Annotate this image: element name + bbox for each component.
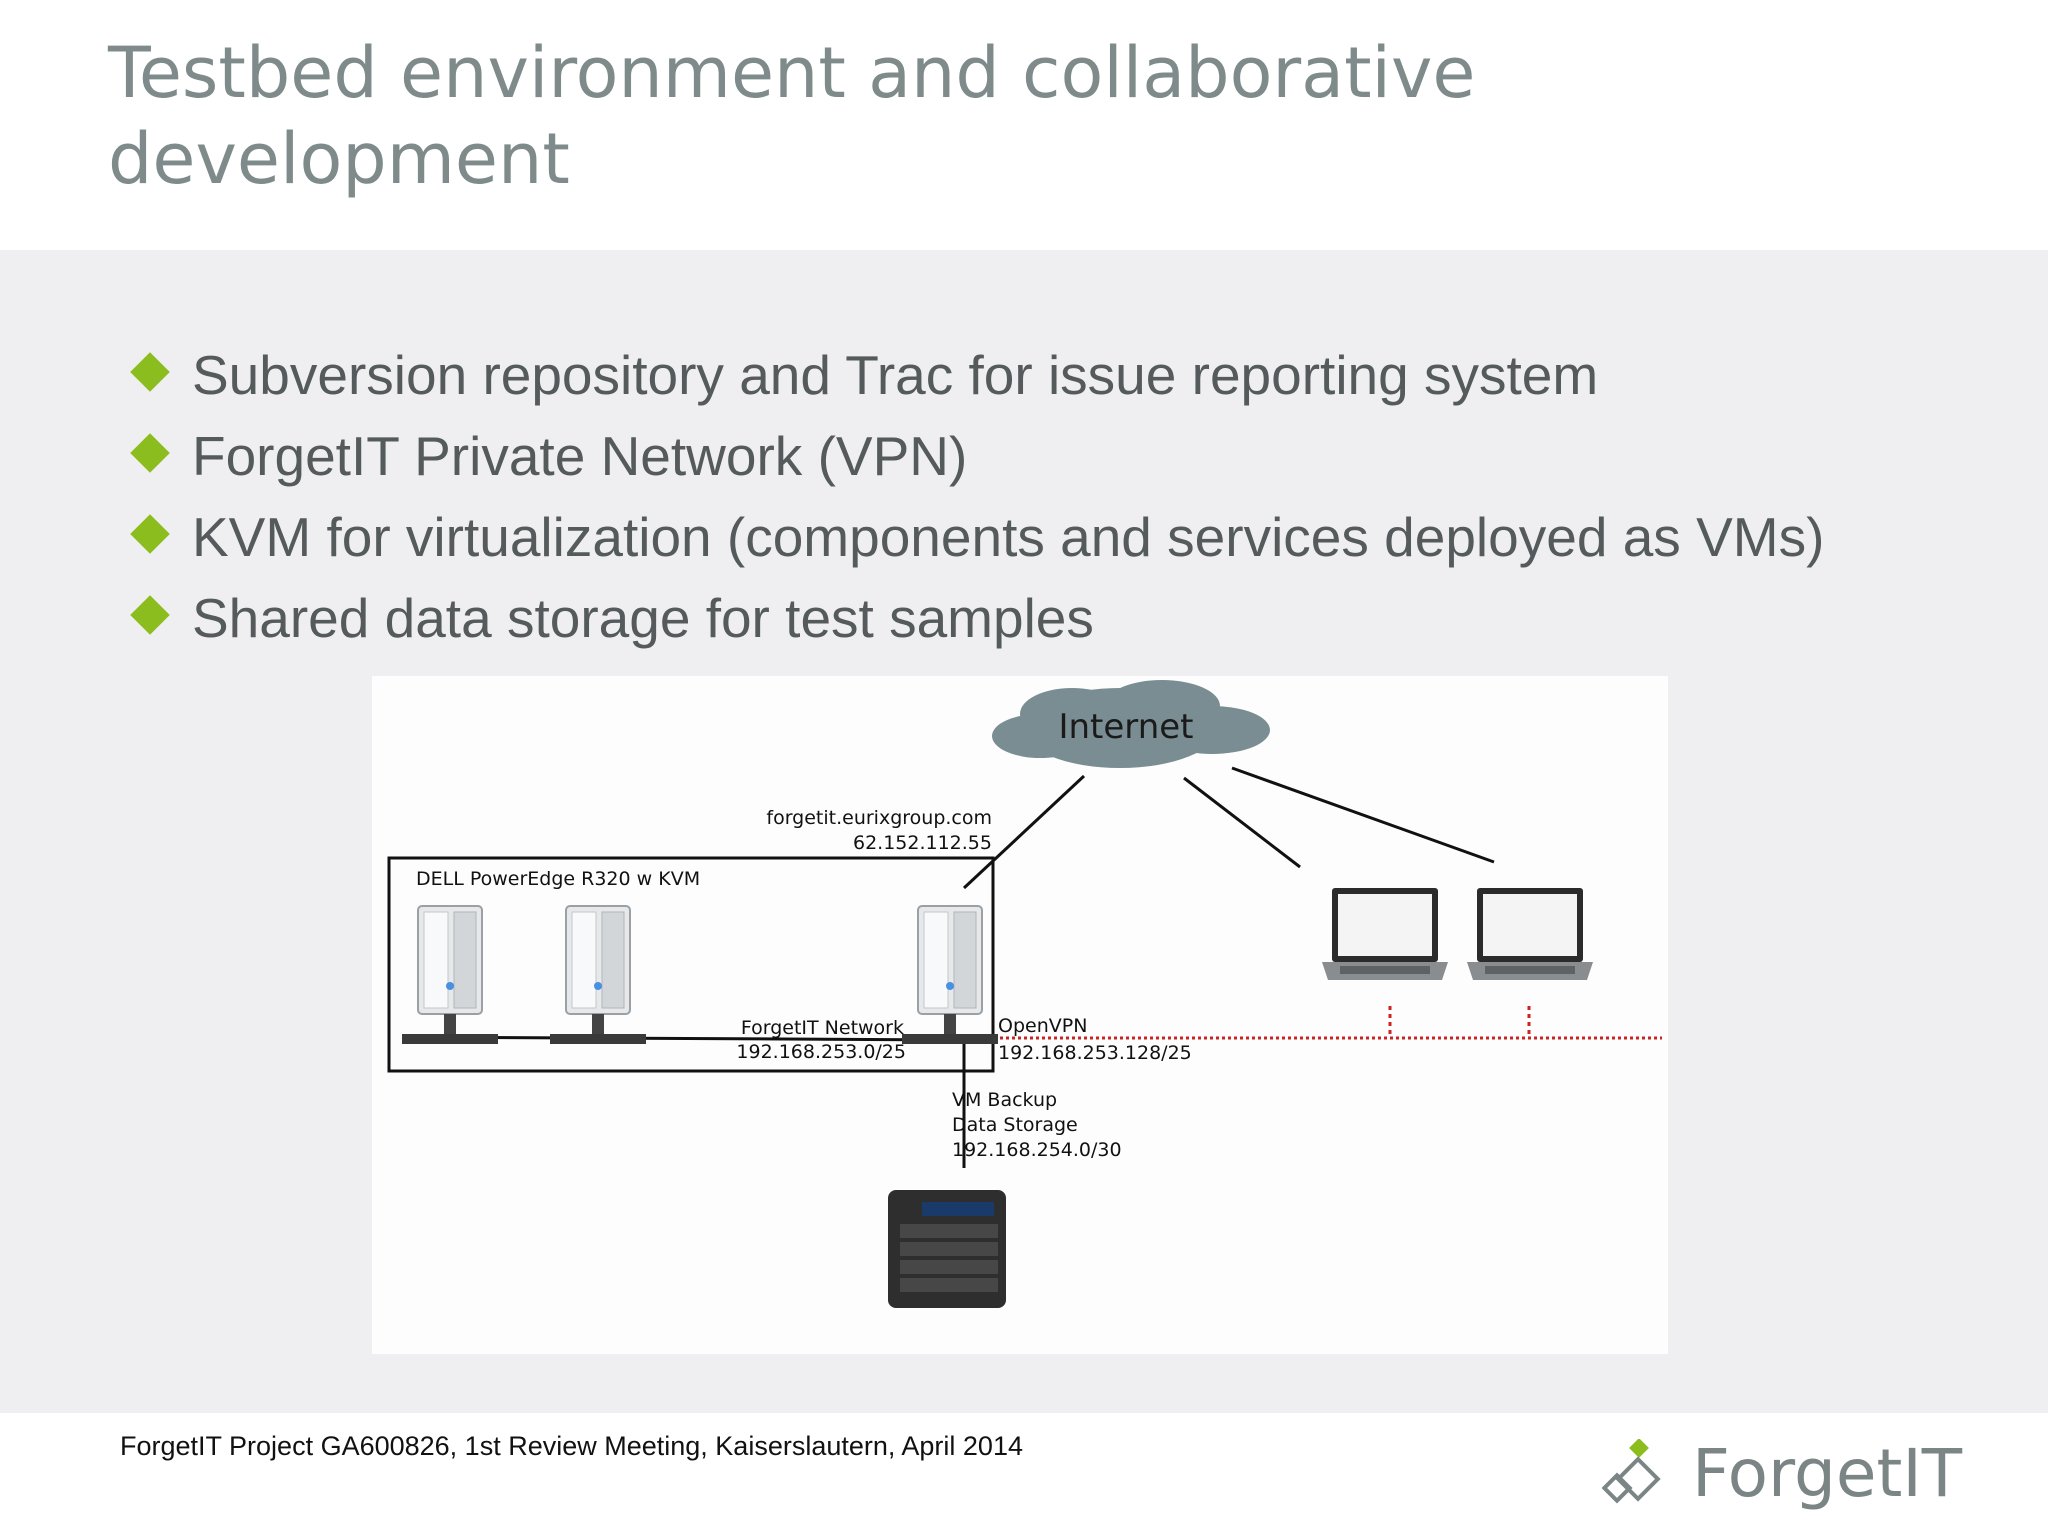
vpn-subnet-label: 192.168.253.128/25 [998,1042,1192,1064]
network-label: ForgetIT Network [741,1017,904,1039]
backup-subnet-label: 192.168.254.0/30 [952,1139,1122,1161]
server-tower-icon [901,905,999,1045]
nas-storage-icon [888,1190,1006,1308]
network-diagram: Internet forgetit.eurixgroup.com 62.152.… [372,676,1668,1354]
internet-label: Internet [1058,707,1193,747]
diamond-bullet-icon [130,352,170,392]
diamond-bullet-icon [130,514,170,554]
forgetit-logo: ForgetIT [1602,1433,1962,1523]
slide-footer: ForgetIT Project GA600826, 1st Review Me… [0,1413,2048,1536]
network-subnet-label: 192.168.253.0/25 [736,1041,906,1063]
bullet-item: KVM for virtualization (components and s… [130,497,1824,578]
logo-text: ForgetIT [1692,1435,1963,1512]
bullet-item: Subversion repository and Trac for issue… [130,335,1824,416]
vpn-label: OpenVPN [998,1015,1087,1037]
diamond-bullet-icon [130,595,170,635]
laptop-icon [1467,888,1593,980]
bullet-list: Subversion repository and Trac for issue… [130,335,1824,659]
server-tower-icon [401,905,499,1045]
slide-title: Testbed environment and collaborative de… [108,32,1476,200]
server-box [387,856,995,1073]
bullet-text: Shared data storage for test samples [192,587,1094,649]
cloud-icon [992,680,1270,768]
bullet-item: ForgetIT Private Network (VPN) [130,416,1824,497]
server-tower-icon [549,905,647,1045]
host-ip-label: 62.152.112.55 [853,832,992,854]
diamond-bullet-icon [130,433,170,473]
bullet-item: Shared data storage for test samples [130,578,1824,659]
bullet-text: Subversion repository and Trac for issue… [192,344,1599,406]
slide-header: Testbed environment and collaborative de… [0,0,2048,250]
host-name-label: forgetit.eurixgroup.com [766,807,992,829]
bullet-text: ForgetIT Private Network (VPN) [192,425,968,487]
bullet-text: KVM for virtualization (components and s… [192,506,1825,568]
forgetit-logo-icon [1602,1439,1661,1504]
server-box-label: DELL PowerEdge R320 w KVM [416,868,700,890]
network-diagram-svg: Internet forgetit.eurixgroup.com 62.152.… [387,680,1662,1308]
backup-label-line1: VM Backup [952,1089,1057,1111]
footer-text: ForgetIT Project GA600826, 1st Review Me… [120,1431,1023,1461]
laptop-icon [1322,888,1448,980]
backup-label-line2: Data Storage [952,1114,1078,1136]
